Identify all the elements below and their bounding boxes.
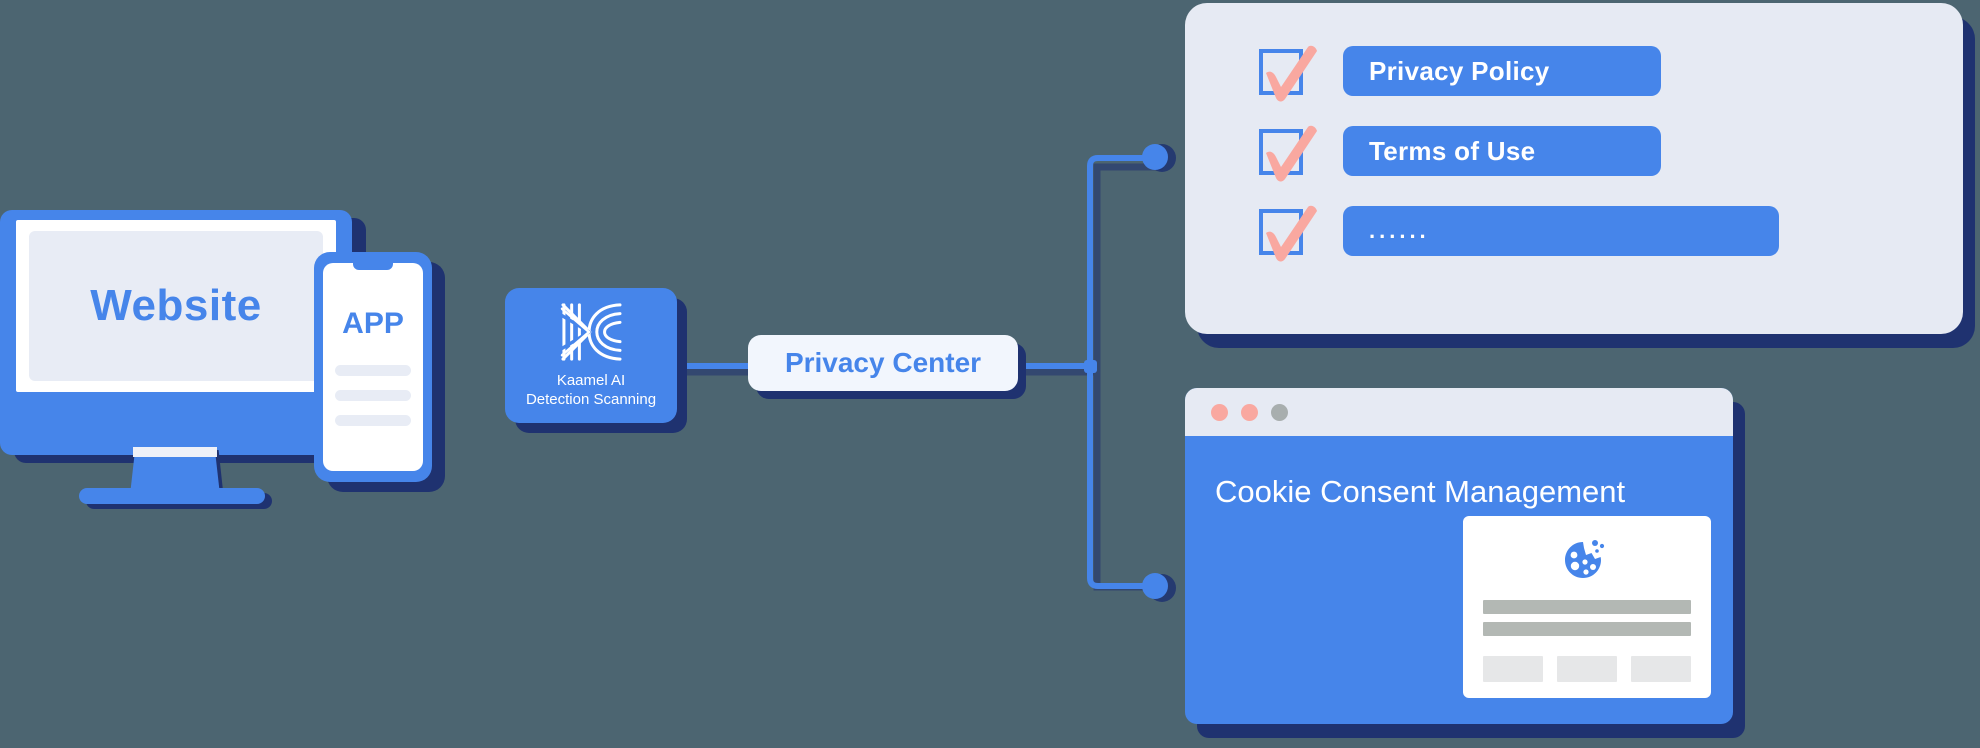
monitor-neck-highlight xyxy=(133,447,217,457)
document-pill-label: Privacy Policy xyxy=(1369,55,1550,86)
privacy-center-card[interactable]: Privacy Center xyxy=(748,335,1018,391)
banner-button[interactable] xyxy=(1483,656,1543,682)
phone-screen: APP xyxy=(323,263,423,471)
endpoint-dot-upper-shadow xyxy=(1148,144,1176,172)
cookie-consent-banner xyxy=(1463,516,1711,698)
document-pill-label: Terms of Use xyxy=(1369,135,1536,166)
banner-button[interactable] xyxy=(1631,656,1691,682)
traffic-light-minimize-icon[interactable] xyxy=(1241,403,1258,421)
checklist-panel-card: Privacy Policy Terms of Use xyxy=(1185,3,1963,334)
cookie-icon xyxy=(1565,540,1605,578)
connector-junction xyxy=(1084,360,1097,373)
monitor-label: Website xyxy=(90,281,262,330)
checklist-row[interactable]: Privacy Policy xyxy=(1255,43,1963,102)
checkbox-checked[interactable] xyxy=(1255,43,1317,102)
endpoint-dot-lower-shadow xyxy=(1148,574,1176,602)
phone-placeholder-line xyxy=(335,365,411,376)
desktop-monitor[interactable]: Website xyxy=(0,210,352,455)
kaamel-title-line-1: Kaamel AI xyxy=(556,372,626,389)
kaamel-title-line-2: Detection Scanning xyxy=(525,391,657,408)
cookie-consent-window: Cookie Consent Management xyxy=(1185,388,1745,738)
checkmark-icon xyxy=(1266,125,1317,182)
banner-text-line xyxy=(1483,622,1691,636)
traffic-light-maximize-icon[interactable] xyxy=(1271,403,1288,421)
kaamel-node-caption: Kaamel AI Detection Scanning xyxy=(526,371,656,409)
checkmark-icon xyxy=(1266,45,1317,102)
monitor-screen: Website xyxy=(29,231,323,381)
browser-window-frame: Cookie Consent Management xyxy=(1185,388,1733,724)
checkbox-checked[interactable] xyxy=(1255,203,1317,262)
browser-titlebar xyxy=(1185,388,1733,436)
phone-label: APP xyxy=(342,307,404,340)
endpoint-dot-lower xyxy=(1142,573,1168,599)
document-pill[interactable]: ...... xyxy=(1343,206,1779,256)
checkmark-icon xyxy=(1266,205,1317,262)
traffic-light-close-icon[interactable] xyxy=(1211,403,1228,421)
connector-branch-lower xyxy=(1087,363,1153,589)
endpoint-dot-upper xyxy=(1142,144,1168,170)
kaamel-node-card[interactable]: Kaamel AI Detection Scanning xyxy=(505,288,677,423)
checklist-row[interactable]: Terms of Use xyxy=(1255,123,1963,182)
document-pill-label: ...... xyxy=(1369,218,1430,243)
kaamel-logo xyxy=(560,303,622,361)
banner-text-line xyxy=(1483,600,1691,614)
browser-window-title: Cookie Consent Management xyxy=(1215,474,1626,509)
compliance-documents-panel: Privacy Policy Terms of Use xyxy=(1185,3,1975,348)
checkbox-checked[interactable] xyxy=(1255,123,1317,182)
checklist-row[interactable]: ...... xyxy=(1255,203,1963,262)
mobile-phone[interactable]: APP xyxy=(314,252,432,482)
phone-notch xyxy=(353,263,393,270)
document-pill[interactable]: Terms of Use xyxy=(1343,126,1661,176)
privacy-center-label: Privacy Center xyxy=(784,347,982,378)
connector-branch-upper xyxy=(1087,155,1153,369)
source-devices-group: Website APP xyxy=(0,200,470,530)
kaamel-ai-node[interactable]: Kaamel AI Detection Scanning xyxy=(505,288,687,433)
phone-placeholder-line xyxy=(335,390,411,401)
banner-button[interactable] xyxy=(1557,656,1617,682)
phone-placeholder-line xyxy=(335,415,411,426)
monitor-bezel: Website xyxy=(16,220,336,392)
monitor-foot xyxy=(79,488,265,504)
document-pill[interactable]: Privacy Policy xyxy=(1343,46,1661,96)
privacy-center-node[interactable]: Privacy Center xyxy=(748,335,1033,399)
phone-placeholder-lines xyxy=(323,365,423,426)
